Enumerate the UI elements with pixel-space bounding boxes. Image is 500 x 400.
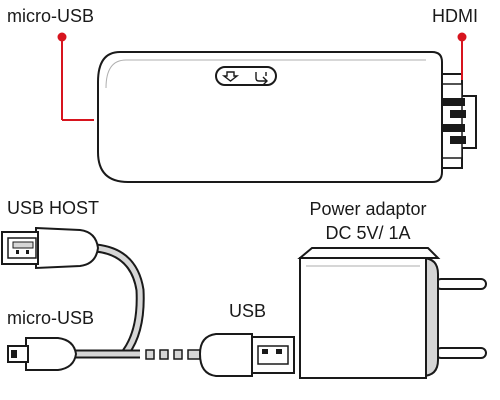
usb-label: USB [229,301,267,321]
usb-host-connector [1,226,100,270]
hdmi-label: HDMI [432,6,478,26]
usb-host-label: USB HOST [7,198,100,218]
micro-usb-connector [7,337,78,371]
download-arrow-icon [221,71,240,82]
power-adaptor [297,247,487,379]
micro-usb-top-label: micro-USB [7,6,95,26]
power-adaptor-label: Power adaptor [309,199,427,219]
dongle-body [97,51,443,183]
micro-usb-leader [57,32,94,121]
otg-cable [68,243,201,360]
return-arrow-icon [255,72,268,86]
micro-usb-bottom-label: micro-USB [7,308,95,328]
power-adaptor-spec: DC 5V/ 1A [325,223,411,243]
hdmi-dongle [97,51,477,183]
hdmi-leader [457,32,467,80]
usb-plug [198,333,295,377]
